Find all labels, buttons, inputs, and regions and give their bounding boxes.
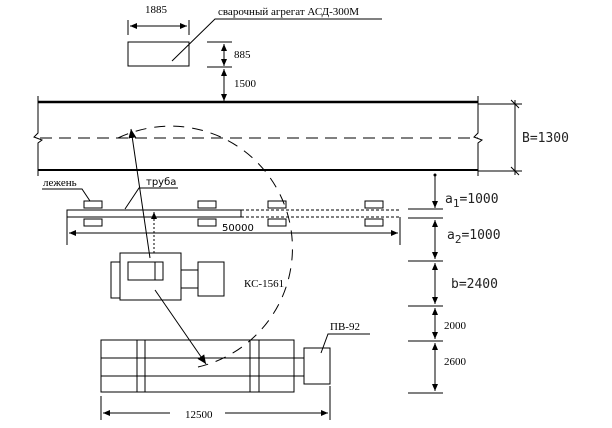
a1-subscript: 1 xyxy=(453,197,460,210)
svg-text:a1=1000: a1=1000 xyxy=(445,192,499,210)
pipe-label: труба xyxy=(146,177,176,188)
a1-value: =1000 xyxy=(459,192,498,207)
road-width-label: B=1300 xyxy=(522,131,569,146)
pipe-length-label: 50000 xyxy=(222,223,254,234)
pipelayer-label: ПВ-92 xyxy=(330,321,360,333)
welder-label: сварочный агрегат АСД-300М xyxy=(218,6,359,18)
pipelayer-length-label: 12500 xyxy=(185,409,213,421)
offset-dimensions: a1=1000 a2=1000 b=2400 2000 2600 xyxy=(408,173,501,394)
welder-offset-label: 1500 xyxy=(234,78,257,90)
a2-value: =1000 xyxy=(461,228,500,243)
skids xyxy=(83,200,384,227)
pipelayer: ПВ-92 12500 xyxy=(100,321,370,421)
pipe-line: 50000 лежень труба xyxy=(42,177,401,245)
welder-depth-label: 885 xyxy=(234,49,251,61)
svg-text:a2=1000: a2=1000 xyxy=(447,228,501,246)
a1-name: a xyxy=(445,192,453,207)
crane-swing-radius xyxy=(117,125,293,368)
road: B=1300 xyxy=(33,96,569,176)
a2-name: a xyxy=(447,228,455,243)
place-arrow xyxy=(154,289,207,365)
crane: КС-1561 xyxy=(110,252,284,301)
d2000-label: 2000 xyxy=(444,320,467,332)
welder-unit: 1885 сварочный агрегат АСД-300М 885 1500 xyxy=(127,4,382,101)
skid-label: лежень xyxy=(43,177,77,189)
a2-subscript: 2 xyxy=(455,233,462,246)
lift-arrow xyxy=(128,128,151,259)
crane-label: КС-1561 xyxy=(244,278,284,290)
welder-width-label: 1885 xyxy=(145,4,168,16)
d2600-label: 2600 xyxy=(444,356,467,368)
b-label: b=2400 xyxy=(451,277,498,292)
